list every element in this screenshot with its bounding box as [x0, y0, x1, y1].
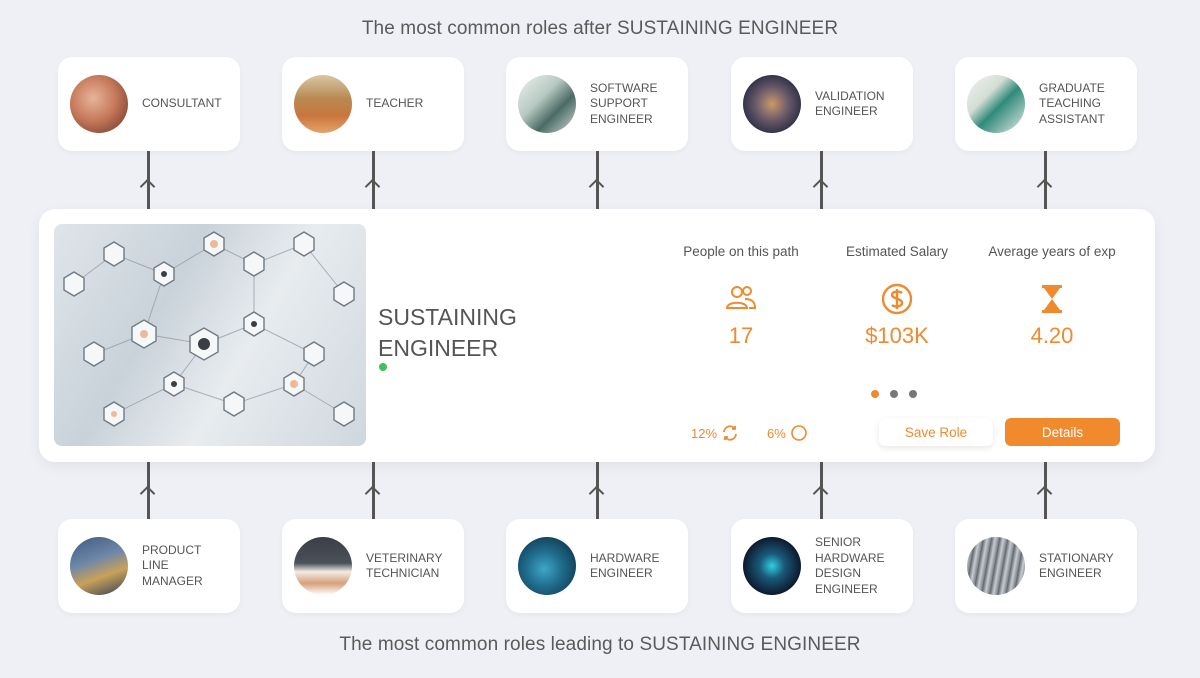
- chip-photo-icon: [743, 537, 801, 595]
- role-label: CONSULTANT: [142, 96, 222, 111]
- next-role-card-graduate-teaching-assistant[interactable]: GRADUATE TEACHING ASSISTANT: [955, 57, 1137, 151]
- office-desk-photo-icon: [518, 75, 576, 133]
- carousel-dot[interactable]: [909, 390, 917, 398]
- stat-label: People on this path: [683, 244, 799, 259]
- next-role-card-consultant[interactable]: CONSULTANT: [58, 57, 240, 151]
- previous-role-card-product-line-manager[interactable]: PRODUCT LINE MANAGER: [58, 519, 240, 613]
- arrow-up-connector: [596, 462, 599, 519]
- arrow-up-connector: [147, 151, 150, 209]
- stat-estimated-salary: Estimated Salary $103K: [817, 244, 977, 349]
- arrow-up-connector: [372, 151, 375, 209]
- electronics-lab-photo-icon: [743, 75, 801, 133]
- arrow-up-connector: [147, 462, 150, 519]
- arrow-up-connector: [1044, 462, 1047, 519]
- current-role-title: SUSTAINING ENGINEER: [378, 304, 517, 361]
- arrow-up-connector: [1044, 151, 1047, 209]
- previous-role-card-hardware-engineer[interactable]: HARDWARE ENGINEER: [506, 519, 688, 613]
- percent-refresh: 12%: [691, 424, 739, 442]
- role-label: GRADUATE TEACHING ASSISTANT: [1039, 80, 1105, 126]
- role-label: STATIONARY ENGINEER: [1039, 550, 1114, 581]
- previous-roles-title: The most common roles leading to SUSTAIN…: [339, 634, 861, 655]
- previous-role-card-stationary-engineer[interactable]: STATIONARY ENGINEER: [955, 519, 1137, 613]
- carousel-dot-active[interactable]: [871, 390, 879, 398]
- stat-value: 4.20: [1030, 323, 1074, 348]
- role-label: SOFTWARE SUPPORT ENGINEER: [590, 80, 658, 126]
- people-icon: [723, 281, 759, 317]
- stat-label: Estimated Salary: [845, 244, 949, 259]
- percent-value: 6%: [767, 425, 786, 441]
- role-label: VALIDATION ENGINEER: [815, 88, 885, 119]
- percent-value: 12%: [691, 425, 718, 441]
- arrow-up-connector: [372, 462, 375, 519]
- previous-role-card-senior-hardware-design-engineer[interactable]: SENIOR HARDWARE DESIGN ENGINEER: [731, 519, 913, 613]
- factory-photo-icon: [70, 537, 128, 595]
- stat-value: 17: [728, 323, 754, 348]
- percent-circle: 6%: [767, 424, 808, 442]
- carousel-dots: [871, 390, 917, 398]
- status-dot: [379, 363, 387, 371]
- network-graphic-icon: [63, 231, 355, 427]
- role-label: HARDWARE ENGINEER: [590, 550, 660, 581]
- stat-label: Average years of exp: [988, 244, 1116, 259]
- network-hero-image: [54, 224, 366, 446]
- stat-average-years: Average years of exp 4.20: [972, 244, 1132, 349]
- stat-people-on-path: People on this path 17: [661, 244, 821, 349]
- circle-icon: [790, 425, 807, 441]
- next-role-card-software-support-engineer[interactable]: SOFTWARE SUPPORT ENGINEER: [506, 57, 688, 151]
- next-role-card-teacher[interactable]: TEACHER: [282, 57, 464, 151]
- current-role-card: SUSTAINING ENGINEER People on this path …: [39, 209, 1155, 462]
- next-roles-title: The most common roles after SUSTAINING E…: [361, 18, 839, 39]
- circuit-board-photo-icon: [518, 537, 576, 595]
- next-role-card-validation-engineer[interactable]: VALIDATION ENGINEER: [731, 57, 913, 151]
- dollar-icon: [879, 281, 915, 317]
- role-label: VETERINARY TECHNICIAN: [366, 550, 443, 581]
- turbine-photo-icon: [967, 537, 1025, 595]
- details-button[interactable]: Details: [1005, 418, 1120, 446]
- student-desk-photo-icon: [967, 75, 1025, 133]
- arrow-up-connector: [596, 151, 599, 209]
- carousel-dot[interactable]: [890, 390, 898, 398]
- arrow-up-connector: [820, 151, 823, 209]
- veterinary-photo-icon: [294, 537, 352, 595]
- previous-role-card-veterinary-technician[interactable]: VETERINARY TECHNICIAN: [282, 519, 464, 613]
- role-label: SENIOR HARDWARE DESIGN ENGINEER: [815, 535, 885, 596]
- arrow-up-connector: [820, 462, 823, 519]
- save-role-button[interactable]: Save Role: [879, 418, 993, 446]
- hourglass-icon: [1034, 281, 1070, 317]
- role-label: PRODUCT LINE MANAGER: [142, 542, 203, 588]
- classroom-photo-icon: [294, 75, 352, 133]
- refresh-icon: [723, 425, 737, 441]
- stat-value: $103K: [865, 323, 929, 348]
- role-label: TEACHER: [366, 96, 424, 111]
- consultant-photo-icon: [70, 75, 128, 133]
